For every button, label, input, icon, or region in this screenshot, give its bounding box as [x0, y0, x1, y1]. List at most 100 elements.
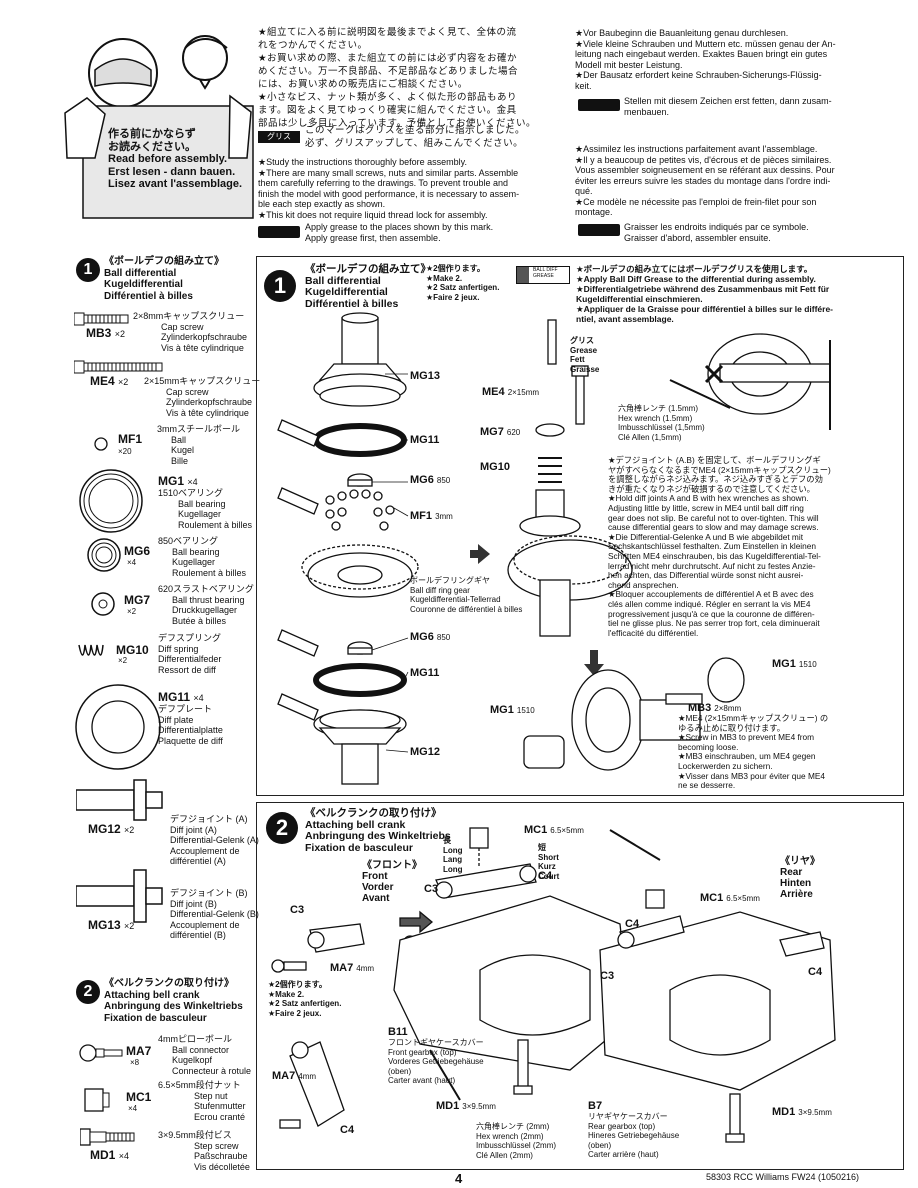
- long-label-line: Long: [443, 845, 463, 855]
- step-title-line: Kugeldifferential: [305, 286, 388, 298]
- part-desc-line: Accouplement de: [170, 919, 240, 930]
- part-desc-line: Step screw: [194, 1140, 239, 1151]
- label-mb3: MB3 2×8mm: [688, 702, 741, 714]
- part-qty: ×4: [128, 1104, 138, 1113]
- part-code: MG6: [124, 544, 151, 558]
- part-desc: 620スラストベアリング Ball thrust bearing Druckku…: [158, 584, 254, 626]
- step2-number: 2: [266, 812, 298, 844]
- fr-note-line: Vous assembler soigneusement en se référ…: [575, 165, 835, 175]
- label-size: 6.5×5mm: [726, 894, 760, 903]
- grease-note-line: ★Appliquer de la Graisse pour différenti…: [576, 304, 834, 314]
- label-code: MD1: [772, 1106, 796, 1118]
- label-md1: MD1 3×9.5mm: [436, 1100, 496, 1112]
- note-line: cause differential gears to slow and may…: [608, 522, 819, 533]
- en-note-line: ★Study the instructions thoroughly befor…: [258, 157, 468, 167]
- make-line: ★Faire 2 jeux.: [268, 1008, 322, 1018]
- make-line: ★2個作ります。: [426, 264, 485, 273]
- front-label-line: 《フロント》: [362, 860, 422, 871]
- part-qty: ×2: [124, 921, 135, 931]
- rear-cover-label: リヤギヤケースカバー Rear gearbox (top) Hineres Ge…: [588, 1112, 679, 1160]
- parts-title-line: 《ボールデフの組み立て》: [104, 256, 224, 267]
- step-title-line: 《ボールデフの組み立て》: [305, 263, 431, 275]
- label-code: MC1: [700, 892, 724, 904]
- note-line: hen achten, das Differential würde sonst…: [608, 570, 804, 581]
- label-code: MG6: [410, 631, 434, 643]
- front-label-line: Front: [362, 871, 388, 882]
- note-line: ゆるみ止めに取り付けます。: [678, 722, 786, 733]
- fr-note-line: éviter les erreurs suivre les stades du …: [575, 175, 831, 186]
- label-mg12: MG12: [410, 746, 440, 758]
- part-desc-line: Cap screw: [166, 386, 209, 397]
- label-size: 4mm: [356, 964, 375, 973]
- part-desc-line: Differentialplatte: [158, 725, 223, 735]
- label-mg11: MG11: [410, 667, 440, 679]
- label-code: MB3: [688, 702, 712, 714]
- part-desc-line: Cap screw: [161, 321, 204, 332]
- en-grease-text: Apply grease to the places shown by this…: [305, 222, 493, 243]
- make-line: ★Make 2.: [426, 273, 463, 283]
- label-ring-gear: ボールデフリングギヤ Ball diff ring gear Kugeldiff…: [410, 576, 522, 614]
- long-label-line: Lang: [443, 855, 463, 864]
- part-qty: ×2: [118, 377, 129, 387]
- step-title-line: 《ベルクランクの取り付け》: [305, 807, 442, 819]
- part-desc-line: Kugelkopf: [172, 1055, 213, 1065]
- de-note-line: leitung nach eingebaut werden. Exaktes B…: [575, 49, 828, 59]
- fr-notes: ★Assimilez les instructions parfaitement…: [575, 144, 905, 218]
- label-mg6: MG6 850: [410, 631, 450, 643]
- note-line: gear does not slip. Be careful not to ov…: [608, 512, 819, 523]
- label-mg13: MG13: [410, 370, 440, 382]
- note-line: を調整しながらネジ込みます。ネジ込みすぎるとデフの効: [608, 474, 823, 485]
- label-code: MG1: [772, 658, 796, 670]
- part-desc-line: Butée à billes: [172, 615, 227, 626]
- note-line: ★デフジョイント (A.B) を固定して、ボールデフリングギ: [608, 455, 821, 465]
- label-size: 4mm: [298, 1072, 317, 1081]
- front-cover-label: フロントギヤケースカバー Front gearbox (top) Vordere…: [388, 1038, 484, 1086]
- part-code: MG1 ×4: [158, 474, 198, 488]
- part-code: MG13 ×2: [88, 918, 134, 932]
- de-note-line: ★Vor Baubeginn die Bauanleitung genau du…: [575, 28, 789, 38]
- part-desc-line: Differential-Gelenk (B): [170, 909, 259, 919]
- de-grease-text: Stellen mit diesem Zeichen erst fetten, …: [624, 96, 832, 117]
- diff-assembly-diagram: [470, 319, 831, 637]
- bell-crank-diagram: [271, 827, 836, 1143]
- step-title-line: Anbringung des Winkeltriebs: [305, 830, 451, 842]
- ring-gear-line: Kugeldifferential-Tellerrad: [410, 595, 501, 604]
- de-note-line: ★Der Bausatz erfordert keine Schrauben-S…: [575, 70, 822, 80]
- part-qty: ×4: [118, 1151, 129, 1161]
- rear-label-line: Arrière: [780, 889, 813, 900]
- label-code: MG7: [480, 426, 504, 438]
- cover-label-line: Carter arrière (haut): [588, 1150, 659, 1159]
- en-note-line: ★This kit does not require liquid thread…: [258, 209, 488, 220]
- label-mg7: MG7 620: [480, 426, 520, 438]
- fr-note-line: qué.: [575, 186, 593, 196]
- fr-note-line: montage.: [575, 207, 613, 217]
- cover-label-line: Carter avant (haut): [388, 1076, 456, 1085]
- note-line: ★Visser dans MB3 pour éviter que ME4: [678, 770, 826, 781]
- hex-label-line: 六角棒レンチ (1.5mm): [618, 404, 698, 413]
- diff-joint-b-icon: [76, 869, 163, 923]
- label-size: 1510: [516, 706, 535, 715]
- note-line: becoming loose.: [678, 741, 739, 752]
- note-line: ne se desserre.: [678, 780, 736, 791]
- parts1-title: 《ボールデフの組み立て》 Ball differential Kugeldiff…: [104, 256, 224, 302]
- note-line: Sechskantschlüssel festhalten. Zum Einst…: [608, 541, 816, 552]
- label-code: MD1: [436, 1100, 460, 1112]
- part-code: MG11 ×4: [158, 690, 204, 704]
- page-number: 4: [455, 1171, 463, 1186]
- label-size: 3mm: [435, 512, 453, 521]
- step1-title: 《ボールデフの組み立て》 Ball differential Kugeldiff…: [305, 263, 431, 310]
- hex-label-line: Clé Allen (1,5mm): [618, 432, 682, 442]
- cover-label-line: Front gearbox (top): [388, 1047, 457, 1057]
- front-label-line: Avant: [362, 893, 390, 904]
- de-grease-line: Stellen mit diesem Zeichen erst fetten, …: [624, 96, 832, 106]
- step2-title: 《ベルクランクの取り付け》 Attaching bell crank Anbri…: [305, 807, 451, 854]
- part-desc-line: Druckkugellager: [172, 605, 238, 615]
- long-label: 長 Long Lang Long: [443, 836, 463, 874]
- rear-label-line: Rear: [780, 867, 803, 878]
- note-line: lerrad nicht mehr durchrutscht. Auf nich…: [608, 560, 816, 571]
- label-c4: C4: [625, 918, 640, 930]
- short-label-line: Kurz: [538, 862, 556, 871]
- cover-line: Erst lesen - dann bauen.: [108, 165, 236, 178]
- jp-grease-mark: グリス: [258, 131, 300, 143]
- grease-label-line: Fett: [570, 355, 585, 364]
